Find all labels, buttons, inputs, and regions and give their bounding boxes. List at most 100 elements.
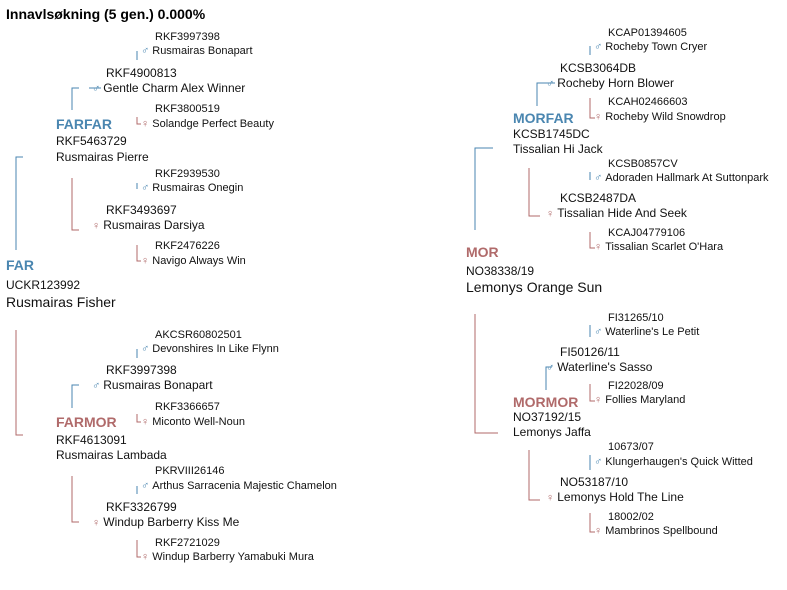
- morfar-sire-sire-reg: KCAP01394605: [608, 27, 687, 39]
- farfar-sire-sire-name: Rusmairas Bonapart: [152, 45, 253, 57]
- farmor-name: Rusmairas Lambada: [56, 448, 167, 462]
- morfar-dam-sire-line: ♂Adoraden Hallmark At Suttonpark: [594, 172, 769, 184]
- morfar-dam-line: ♀Tissalian Hide And Seek: [546, 207, 687, 221]
- farfar-sire-dam-reg: RKF3800519: [155, 103, 220, 115]
- role-mormor: MORMOR: [513, 394, 579, 410]
- farfar-sire-line: ♂Gentle Charm Alex Winner: [92, 82, 245, 96]
- morfar-dam-sire-reg: KCSB0857CV: [608, 158, 678, 170]
- male-icon: ♂: [141, 182, 150, 194]
- mor-reg: NO38338/19: [466, 264, 535, 278]
- female-icon: ♀: [594, 394, 603, 406]
- mormor-sire-reg: FI50126/11: [560, 345, 620, 359]
- mormor-sire-sire-line: ♂Waterline's Le Petit: [594, 326, 699, 338]
- mormor-sire-line: ♂Waterline's Sasso: [546, 361, 652, 375]
- mormor-dam-reg: NO53187/10: [560, 475, 629, 489]
- morfar-sire-sire-name: Rocheby Town Cryer: [605, 41, 708, 53]
- farmor-reg: RKF4613091: [56, 433, 127, 447]
- farfar-sire-sire-reg: RKF3997398: [155, 31, 220, 43]
- morfar-sire-line: ♂Rocheby Horn Blower: [546, 77, 674, 91]
- farfar-sire-sire-line: ♂Rusmairas Bonapart: [141, 45, 253, 57]
- female-icon: ♀: [594, 241, 603, 253]
- mormor-sire-name: Waterline's Sasso: [557, 360, 653, 374]
- farfar-dam-line: ♀Rusmairas Darsiya: [92, 219, 205, 233]
- farmor-sire-dam-line: ♀Miconto Well-Noun: [141, 416, 245, 428]
- male-icon: ♂: [594, 326, 603, 338]
- farfar-dam-sire-reg: RKF2939530: [155, 168, 220, 180]
- mormor-name: Lemonys Jaffa: [513, 425, 591, 439]
- female-icon: ♀: [594, 525, 603, 537]
- female-icon: ♀: [546, 492, 555, 504]
- morfar-dam-sire-name: Adoraden Hallmark At Suttonpark: [605, 172, 769, 184]
- male-icon: ♂: [92, 83, 101, 95]
- morfar-name: Tissalian Hi Jack: [513, 142, 603, 156]
- farfar-dam-dam-name: Navigo Always Win: [152, 255, 246, 267]
- farfar-sire-name: Gentle Charm Alex Winner: [103, 81, 246, 95]
- morfar-sire-dam-reg: KCAH02466603: [608, 96, 688, 108]
- farmor-sire-dam-name: Miconto Well-Noun: [152, 416, 245, 428]
- male-icon: ♂: [92, 380, 101, 392]
- mor-name: Lemonys Orange Sun: [466, 279, 603, 295]
- female-icon: ♀: [92, 517, 101, 529]
- male-icon: ♂: [141, 343, 150, 355]
- farfar-dam-dam-reg: RKF2476226: [155, 240, 220, 252]
- farmor-dam-reg: RKF3326799: [106, 500, 177, 514]
- morfar-sire-dam-name: Rocheby Wild Snowdrop: [605, 111, 726, 123]
- mormor-sire-sire-name: Waterline's Le Petit: [605, 326, 700, 338]
- farmor-dam-name: Windup Barberry Kiss Me: [103, 515, 240, 529]
- mormor-dam-name: Lemonys Hold The Line: [557, 490, 684, 504]
- role-farmor: FARMOR: [56, 414, 117, 430]
- farmor-sire-sire-reg: AKCSR60802501: [155, 329, 242, 341]
- mormor-dam-sire-line: ♂Klungerhaugen's Quick Witted: [594, 456, 753, 468]
- mormor-dam-dam-line: ♀Mambrinos Spellbound: [594, 525, 718, 537]
- female-icon: ♀: [141, 255, 150, 267]
- morfar-dam-name: Tissalian Hide And Seek: [557, 206, 687, 220]
- male-icon: ♂: [594, 41, 603, 53]
- role-farfar: FARFAR: [56, 116, 112, 132]
- farmor-dam-dam-reg: RKF2721029: [155, 537, 220, 549]
- farfar-sire-reg: RKF4900813: [106, 66, 177, 80]
- morfar-sire-name: Rocheby Horn Blower: [557, 76, 674, 90]
- male-icon: ♂: [141, 45, 150, 57]
- farfar-dam-name: Rusmairas Darsiya: [103, 218, 205, 232]
- farmor-dam-sire-reg: PKRVIII26146: [155, 465, 225, 477]
- female-icon: ♀: [141, 416, 150, 428]
- role-mor: MOR: [466, 244, 499, 260]
- farfar-reg: RKF5463729: [56, 134, 127, 148]
- farfar-dam-dam-line: ♀Navigo Always Win: [141, 255, 246, 267]
- female-icon: ♀: [594, 111, 603, 123]
- farfar-sire-dam-line: ♀Solandge Perfect Beauty: [141, 118, 274, 130]
- male-icon: ♂: [141, 480, 150, 492]
- farmor-dam-sire-name: Arthus Sarracenia Majestic Chamelon: [152, 480, 337, 492]
- male-icon: ♂: [594, 456, 603, 468]
- female-icon: ♀: [92, 220, 101, 232]
- mormor-sire-dam-reg: FI22028/09: [608, 380, 664, 392]
- morfar-sire-reg: KCSB3064DB: [560, 61, 637, 75]
- mormor-dam-dam-reg: 18002/02: [608, 511, 654, 523]
- mormor-dam-sire-name: Klungerhaugen's Quick Witted: [605, 456, 753, 468]
- mormor-dam-sire-reg: 10673/07: [608, 441, 654, 453]
- farfar-sire-dam-name: Solandge Perfect Beauty: [152, 118, 274, 130]
- mormor-sire-dam-line: ♀Follies Maryland: [594, 394, 685, 406]
- farmor-sire-reg: RKF3997398: [106, 363, 177, 377]
- farfar-name: Rusmairas Pierre: [56, 150, 149, 164]
- role-morfar: MORFAR: [513, 110, 574, 126]
- morfar-dam-reg: KCSB2487DA: [560, 191, 637, 205]
- farfar-dam-reg: RKF3493697: [106, 203, 177, 217]
- farmor-sire-sire-name: Devonshires In Like Flynn: [152, 343, 279, 355]
- female-icon: ♀: [141, 118, 150, 130]
- morfar-reg: KCSB1745DC: [513, 127, 590, 141]
- far-name: Rusmairas Fisher: [6, 294, 116, 310]
- farmor-dam-sire-line: ♂Arthus Sarracenia Majestic Chamelon: [141, 480, 337, 492]
- mormor-sire-sire-reg: FI31265/10: [608, 312, 664, 324]
- male-icon: ♂: [546, 362, 555, 374]
- female-icon: ♀: [141, 551, 150, 563]
- morfar-dam-dam-reg: KCAJ04779106: [608, 227, 686, 239]
- morfar-dam-dam-line: ♀Tissalian Scarlet O'Hara: [594, 241, 723, 253]
- farmor-dam-dam-line: ♀Windup Barberry Yamabuki Mura: [141, 551, 314, 563]
- far-reg: UCKR123992: [6, 278, 81, 292]
- farmor-sire-dam-reg: RKF3366657: [155, 401, 220, 413]
- mormor-reg: NO37192/15: [513, 410, 582, 424]
- female-icon: ♀: [546, 208, 555, 220]
- mormor-dam-dam-name: Mambrinos Spellbound: [605, 525, 718, 537]
